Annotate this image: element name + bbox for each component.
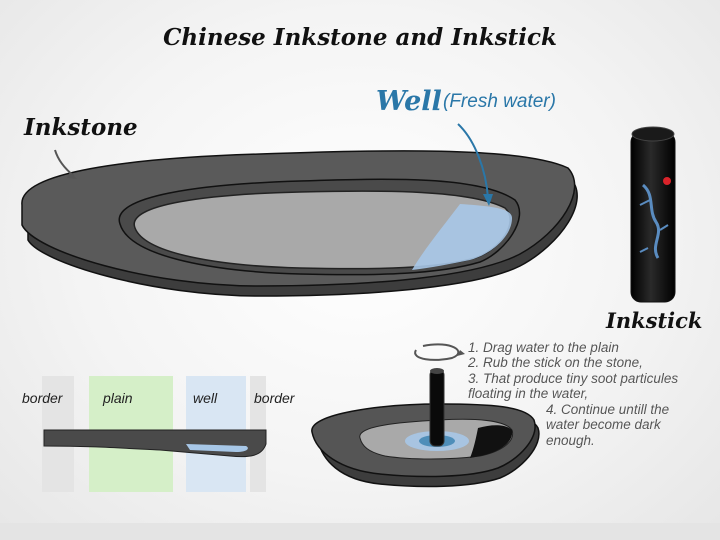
- well-water: [412, 204, 512, 270]
- zone-label-well: well: [193, 390, 218, 406]
- step-1: 1. Drag water to the plain: [468, 340, 619, 355]
- zone-label-plain: plain: [103, 390, 133, 406]
- label-well: Well: [376, 86, 442, 117]
- cross-section-diagram: [42, 376, 267, 492]
- step-4-end: enough.: [546, 433, 595, 448]
- step-3-cont: floating in the water,: [468, 386, 589, 401]
- zone-label-border-left: border: [22, 390, 63, 406]
- rotate-arrow-icon: [414, 343, 460, 361]
- dragon-icon: [641, 183, 661, 259]
- label-inkstone: Inkstone: [24, 114, 138, 141]
- zone-label-border-right: border: [254, 390, 295, 406]
- well-pointer-arrow: [457, 123, 489, 199]
- red-seal-icon: [663, 177, 671, 185]
- inkstone-small: [311, 343, 540, 488]
- inkstone-large: [21, 150, 578, 297]
- step-4-cont: water become dark: [546, 417, 661, 432]
- footer-bar: [0, 523, 720, 540]
- step-2: 2. Rub the stick on the stone,: [468, 355, 643, 370]
- step-4: 4. Continue untill the: [546, 402, 670, 417]
- step-3: 3. That produce tiny soot particules: [468, 371, 679, 386]
- diagram-title: Chinese Inkstone and Inkstick: [163, 24, 557, 51]
- label-inkstick: Inkstick: [606, 308, 703, 333]
- inkstick: [630, 126, 676, 303]
- label-fresh-water: (Fresh water): [443, 91, 556, 112]
